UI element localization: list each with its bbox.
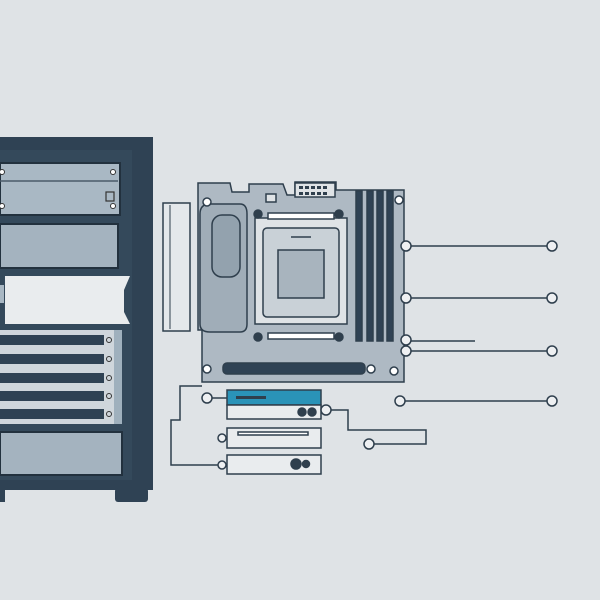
callout-point: [363, 438, 375, 450]
callout-point: [546, 292, 558, 304]
callout-point: [546, 345, 558, 357]
drive-bay-middle: [0, 223, 119, 269]
callout-point: [400, 345, 412, 357]
callout-point: [201, 392, 213, 404]
motherboard: [197, 181, 405, 383]
callout-point: [217, 460, 227, 470]
callout-point: [546, 395, 558, 407]
ram-slot: [366, 190, 374, 342]
expansion-cards: [226, 389, 322, 475]
drive-bay-bottom: [0, 431, 123, 476]
case-foot: [115, 488, 148, 502]
callout-point: [400, 292, 412, 304]
open-bay: [5, 276, 130, 324]
cpu-chip: [277, 249, 325, 299]
case-foot: [0, 488, 5, 502]
ram-slot: [355, 190, 363, 342]
callout-lines: [170, 240, 558, 470]
expansion-slots: [0, 330, 122, 424]
callout-point: [394, 395, 406, 407]
callout-point: [400, 334, 412, 346]
power-connector: [162, 202, 191, 332]
ram-slot: [376, 190, 384, 342]
ram-slot: [386, 190, 394, 342]
callout-point: [217, 433, 227, 443]
callout-point: [546, 240, 558, 252]
computer-case: [0, 137, 153, 502]
callout-point: [320, 404, 332, 416]
callout-point: [400, 240, 412, 252]
drive-bay-top: [0, 162, 121, 216]
pcie-slot: [222, 362, 366, 375]
